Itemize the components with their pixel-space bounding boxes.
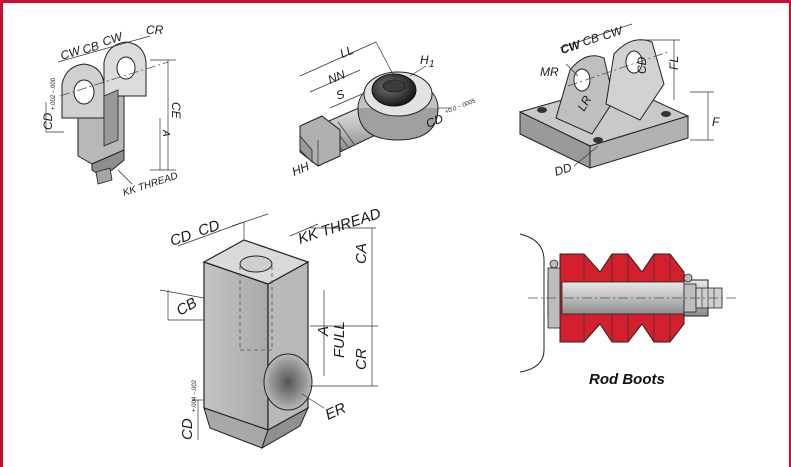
bracket-mr-label: MR (540, 65, 559, 79)
bracket-cw-label-1: CW (559, 37, 584, 57)
rod-clevis-drawing: CD CD KK THREAD CA CB A FULL CR ER CD +.… (159, 205, 383, 450)
clevis-cw-label-2: CW (101, 29, 126, 49)
rod-clevis-cd-tolerance: +.004 −.002 (192, 379, 198, 412)
clevis-a-label: A (160, 129, 171, 137)
clevis-cr-label: CR (146, 23, 164, 37)
rod-eye-h-label: H (420, 53, 429, 67)
rod-eye-h-subscript: 1 (429, 59, 435, 70)
rod-clevis-cd-label-2: CD (196, 217, 222, 240)
rod-eye-nn-label: NN (326, 67, 348, 87)
rod-boots-caption: Rod Boots (589, 371, 665, 388)
rod-clevis-cd-label-1: CD (168, 227, 194, 250)
rod-eye-ll-label: LL (338, 43, 356, 61)
rod-clevis-cb-label: CB (174, 294, 201, 319)
clevis-ce-label: CE (169, 102, 183, 120)
clevis-cb-label: CB (81, 38, 101, 56)
bracket-f-label: F (712, 115, 720, 129)
clevis-cd-tolerance: +.002 −.000 (51, 77, 57, 110)
clevis-drawing: CW CB CW CR CE A CD +.002 −.000 KK THREA… (41, 23, 183, 199)
clevis-cd-label: CD (41, 112, 55, 130)
rod-boots-drawing: Rod Boots (519, 233, 738, 388)
rod-eye-cd-label: CD (424, 111, 446, 131)
rod-clevis-ca-label: CA (353, 243, 370, 264)
clevis-kk-thread-label: KK THREAD (122, 171, 180, 199)
bracket-cw-label-2: CW (601, 23, 626, 43)
bracket-cb-label: CB (581, 30, 601, 48)
bracket-fl-label: FL (667, 56, 681, 70)
rod-eye-hh-label: HH (290, 159, 312, 179)
rod-eye-cd-tolerance: +0.0 −.0005 (445, 98, 478, 116)
rod-clevis-cd-bottom-label: CD (179, 418, 196, 440)
bracket-dd-label: DD (553, 160, 574, 179)
rod-clevis-kk-thread-label: KK THREAD (296, 205, 383, 248)
rod-clevis-full-label: FULL (331, 321, 348, 358)
rod-clevis-cr-label: CR (353, 348, 370, 370)
bracket-cd-label: CD (635, 56, 649, 74)
rod-eye-drawing: LL NN S H 1 HH CD +0.0 −.0005 (290, 41, 478, 179)
bracket-lr-label: LR (574, 93, 594, 114)
rod-clevis-a-label: A (315, 326, 332, 337)
rod-eye-s-label: S (334, 87, 347, 103)
pivot-bracket-drawing: CW CB CW MR CD FL LR F DD (518, 23, 720, 179)
clevis-cw-label-1: CW (59, 43, 84, 63)
rod-clevis-er-label: ER (323, 400, 349, 424)
